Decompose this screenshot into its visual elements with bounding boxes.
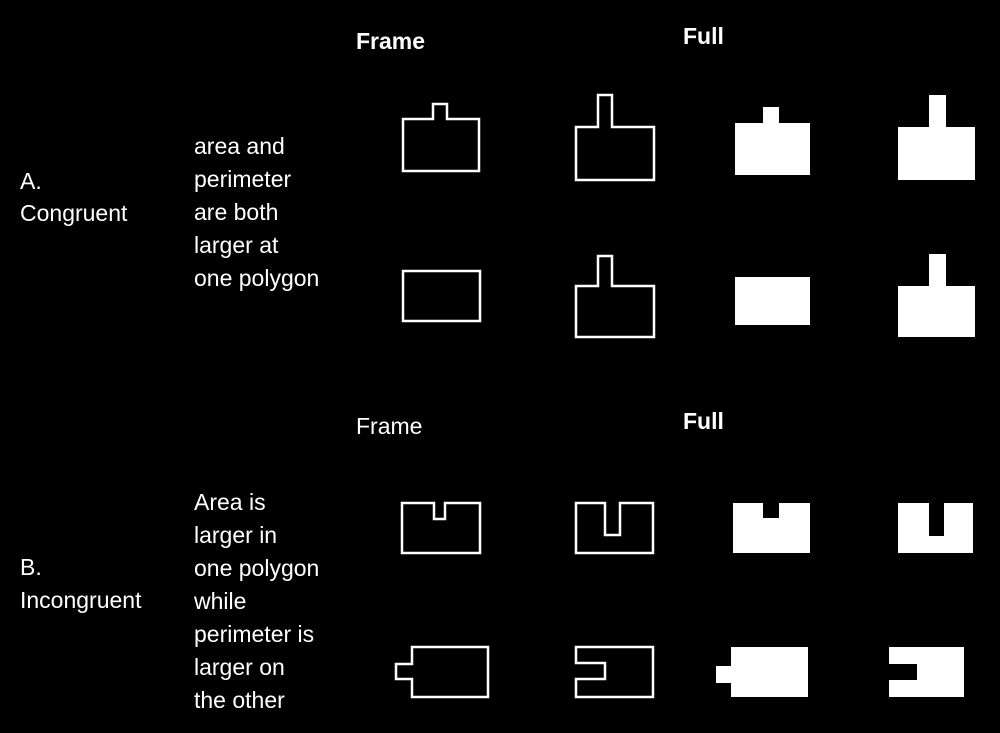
description-line: larger in bbox=[194, 522, 278, 548]
polygon-frame-b1-deep-notch bbox=[574, 501, 655, 555]
section-a-label-letter: A. bbox=[20, 168, 42, 194]
description-line: larger on bbox=[194, 654, 285, 680]
description-line: are both bbox=[194, 199, 279, 225]
description-line: one polygon bbox=[194, 265, 320, 291]
polygon-full-a2-rect bbox=[735, 277, 810, 325]
polygon-full-b2-side-bump bbox=[716, 647, 808, 697]
section-b-label-name: Incongruent bbox=[20, 587, 142, 613]
polygon-full-b2-side-notch bbox=[889, 647, 964, 697]
polygon-frame-a1-small bbox=[401, 102, 481, 173]
description-line: perimeter is bbox=[194, 621, 315, 647]
description-line: one polygon bbox=[194, 555, 320, 581]
polygon-frame-b2-side-bump bbox=[394, 645, 490, 699]
polygon-full-a1-small bbox=[735, 107, 810, 175]
polygon-frame-a1-large bbox=[574, 93, 656, 182]
polygon-full-b1-small-notch bbox=[733, 503, 810, 553]
description-line: Area is bbox=[194, 489, 266, 515]
description-line: the other bbox=[194, 687, 285, 713]
polygon-frame-a2-large bbox=[574, 254, 656, 339]
section-a-frame-header: Frame bbox=[356, 28, 426, 54]
polygon-full-b1-deep-notch bbox=[898, 503, 973, 553]
section-a-label-name: Congruent bbox=[20, 200, 128, 226]
section-b-label-letter: B. bbox=[20, 554, 42, 580]
polygon-frame-b1-small-notch bbox=[400, 501, 482, 555]
description-line: larger at bbox=[194, 232, 279, 258]
section-a-full-header: Full bbox=[683, 23, 724, 49]
polygon-frame-a2-rect bbox=[401, 269, 482, 323]
section-b-frame-header: Frame bbox=[356, 413, 423, 439]
section-b-full-header: Full bbox=[683, 408, 724, 434]
description-line: perimeter bbox=[194, 166, 292, 192]
polygon-full-a2-large bbox=[898, 254, 975, 337]
description-line: while bbox=[194, 588, 247, 614]
description-line: area and bbox=[194, 133, 285, 159]
polygon-full-a1-large bbox=[898, 95, 975, 180]
polygon-frame-b2-side-notch bbox=[574, 645, 655, 699]
